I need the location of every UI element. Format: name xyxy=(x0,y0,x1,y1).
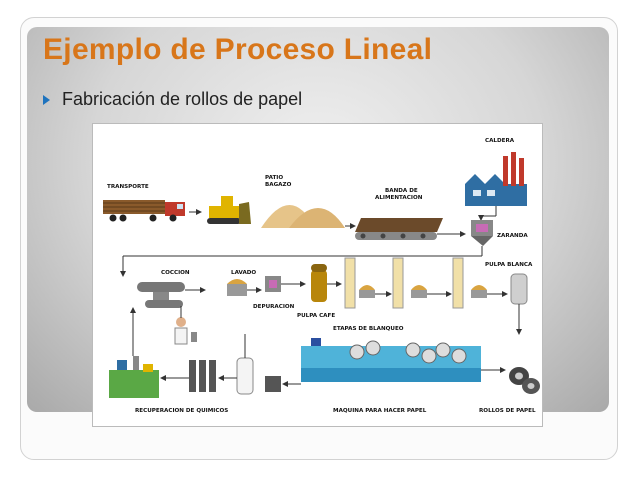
label-zaranda: ZARANDA xyxy=(497,233,528,239)
label-bagazo: BAGAZO xyxy=(265,182,292,188)
label-depuracion: DEPURACION xyxy=(253,304,295,310)
paper-machine-icon xyxy=(301,338,481,382)
blanqueo-stage-1-icon xyxy=(344,257,375,309)
label-banda-1: BANDA DE xyxy=(385,188,418,194)
paper-rolls-icon xyxy=(509,367,540,394)
recovery-pump-icon xyxy=(265,376,281,392)
label-pulpa-cafe: PULPA CAFE xyxy=(297,313,335,319)
recovery-tanks-icon xyxy=(189,360,216,392)
lavado-washer-icon xyxy=(227,279,247,296)
caldera-factory-icon xyxy=(465,152,527,206)
process-diagram: CALDERA TRANSPORTE PATIO BAGAZO BANDA DE… xyxy=(92,123,543,427)
pulpa-blanca-tank-icon xyxy=(510,273,528,305)
label-transporte: TRANSPORTE xyxy=(107,184,149,190)
bullet-text: Fabricación de rollos de papel xyxy=(62,89,303,109)
label-patio: PATIO xyxy=(265,175,283,181)
coccion-digester-icon xyxy=(137,282,185,308)
chemical-recovery-plant-icon xyxy=(109,356,159,398)
label-lavado: LAVADO xyxy=(231,270,256,276)
blanqueo-stage-3-icon xyxy=(452,257,487,309)
blanqueo-stage-2-icon xyxy=(392,257,427,309)
bagazo-pile-icon xyxy=(261,205,345,228)
conveyor-belt-icon xyxy=(355,218,443,240)
label-pulpa-blanca: PULPA BLANCA xyxy=(485,262,533,268)
label-etapas-blanqueo: ETAPAS DE BLANQUEO xyxy=(333,326,404,332)
process-diagram-svg: CALDERA TRANSPORTE PATIO BAGAZO BANDA DE… xyxy=(103,138,540,414)
bullet-arrow-icon xyxy=(43,94,50,105)
label-banda-2: ALIMENTACION xyxy=(375,195,423,201)
depuracion-icon xyxy=(265,276,281,292)
truck-icon xyxy=(103,200,185,222)
label-coccion: COCCION xyxy=(161,270,190,276)
pulpa-cafe-tank-icon xyxy=(311,264,327,302)
bulldozer-icon xyxy=(207,196,251,224)
slide-title: Ejemplo de Proceso Lineal xyxy=(43,33,433,66)
recovery-white-tank-icon xyxy=(236,357,254,395)
zaranda-icon xyxy=(471,220,493,246)
label-rollos-papel: ROLLOS DE PAPEL xyxy=(479,408,536,414)
label-caldera: CALDERA xyxy=(485,138,515,144)
bullet-item: Fabricación de rollos de papel xyxy=(43,89,302,110)
label-recuperacion-quimicos: RECUPERACION DE QUIMICOS xyxy=(135,408,228,414)
label-maquina-papel: MAQUINA PARA HACER PAPEL xyxy=(333,408,427,414)
worker-icon xyxy=(174,317,197,345)
